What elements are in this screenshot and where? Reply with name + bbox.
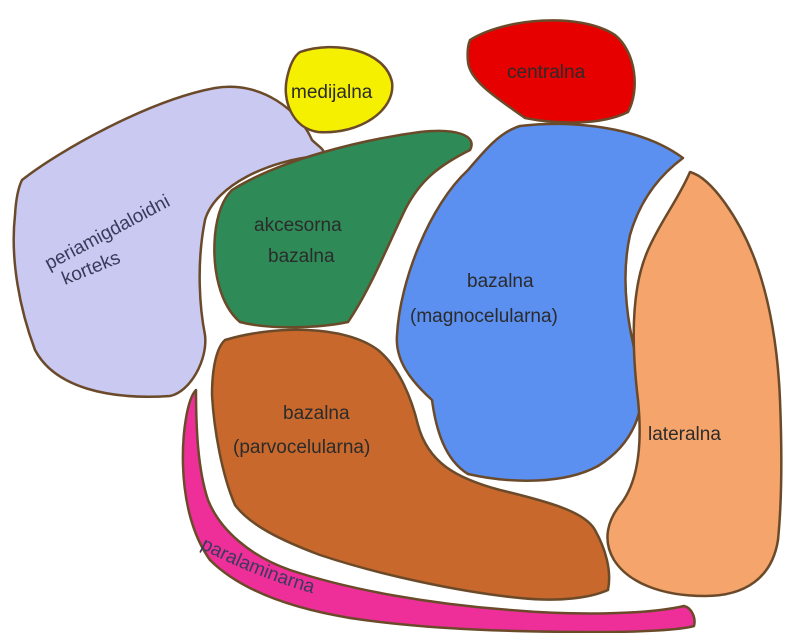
- label-lateralna: lateralna: [648, 424, 721, 445]
- label-akcesorna: akcesorna: [254, 215, 342, 236]
- label-medijalna: medijalna: [291, 82, 373, 103]
- region-medijalna: [284, 45, 394, 134]
- label-bazalna-magno: bazalna: [467, 271, 534, 292]
- region-lateralna: [606, 170, 783, 598]
- label-parvocelularna: (parvocelularna): [233, 437, 370, 458]
- region-centralna: [466, 19, 636, 124]
- region-paralaminarna: [181, 388, 696, 633]
- label-akcesorna-bazalna: bazalna: [268, 246, 335, 267]
- region-akcesorna-bazalna: [213, 129, 473, 329]
- region-bazalna-parvocelularna: [210, 328, 611, 601]
- label-bazalna-parvo: bazalna: [283, 403, 350, 424]
- label-centralna: centralna: [507, 62, 586, 83]
- region-periamigdaloidni-korteks: [12, 85, 325, 398]
- label-magnocelularna: (magnocelularna): [410, 306, 558, 327]
- region-bazalna-magnocelularna: [395, 122, 685, 482]
